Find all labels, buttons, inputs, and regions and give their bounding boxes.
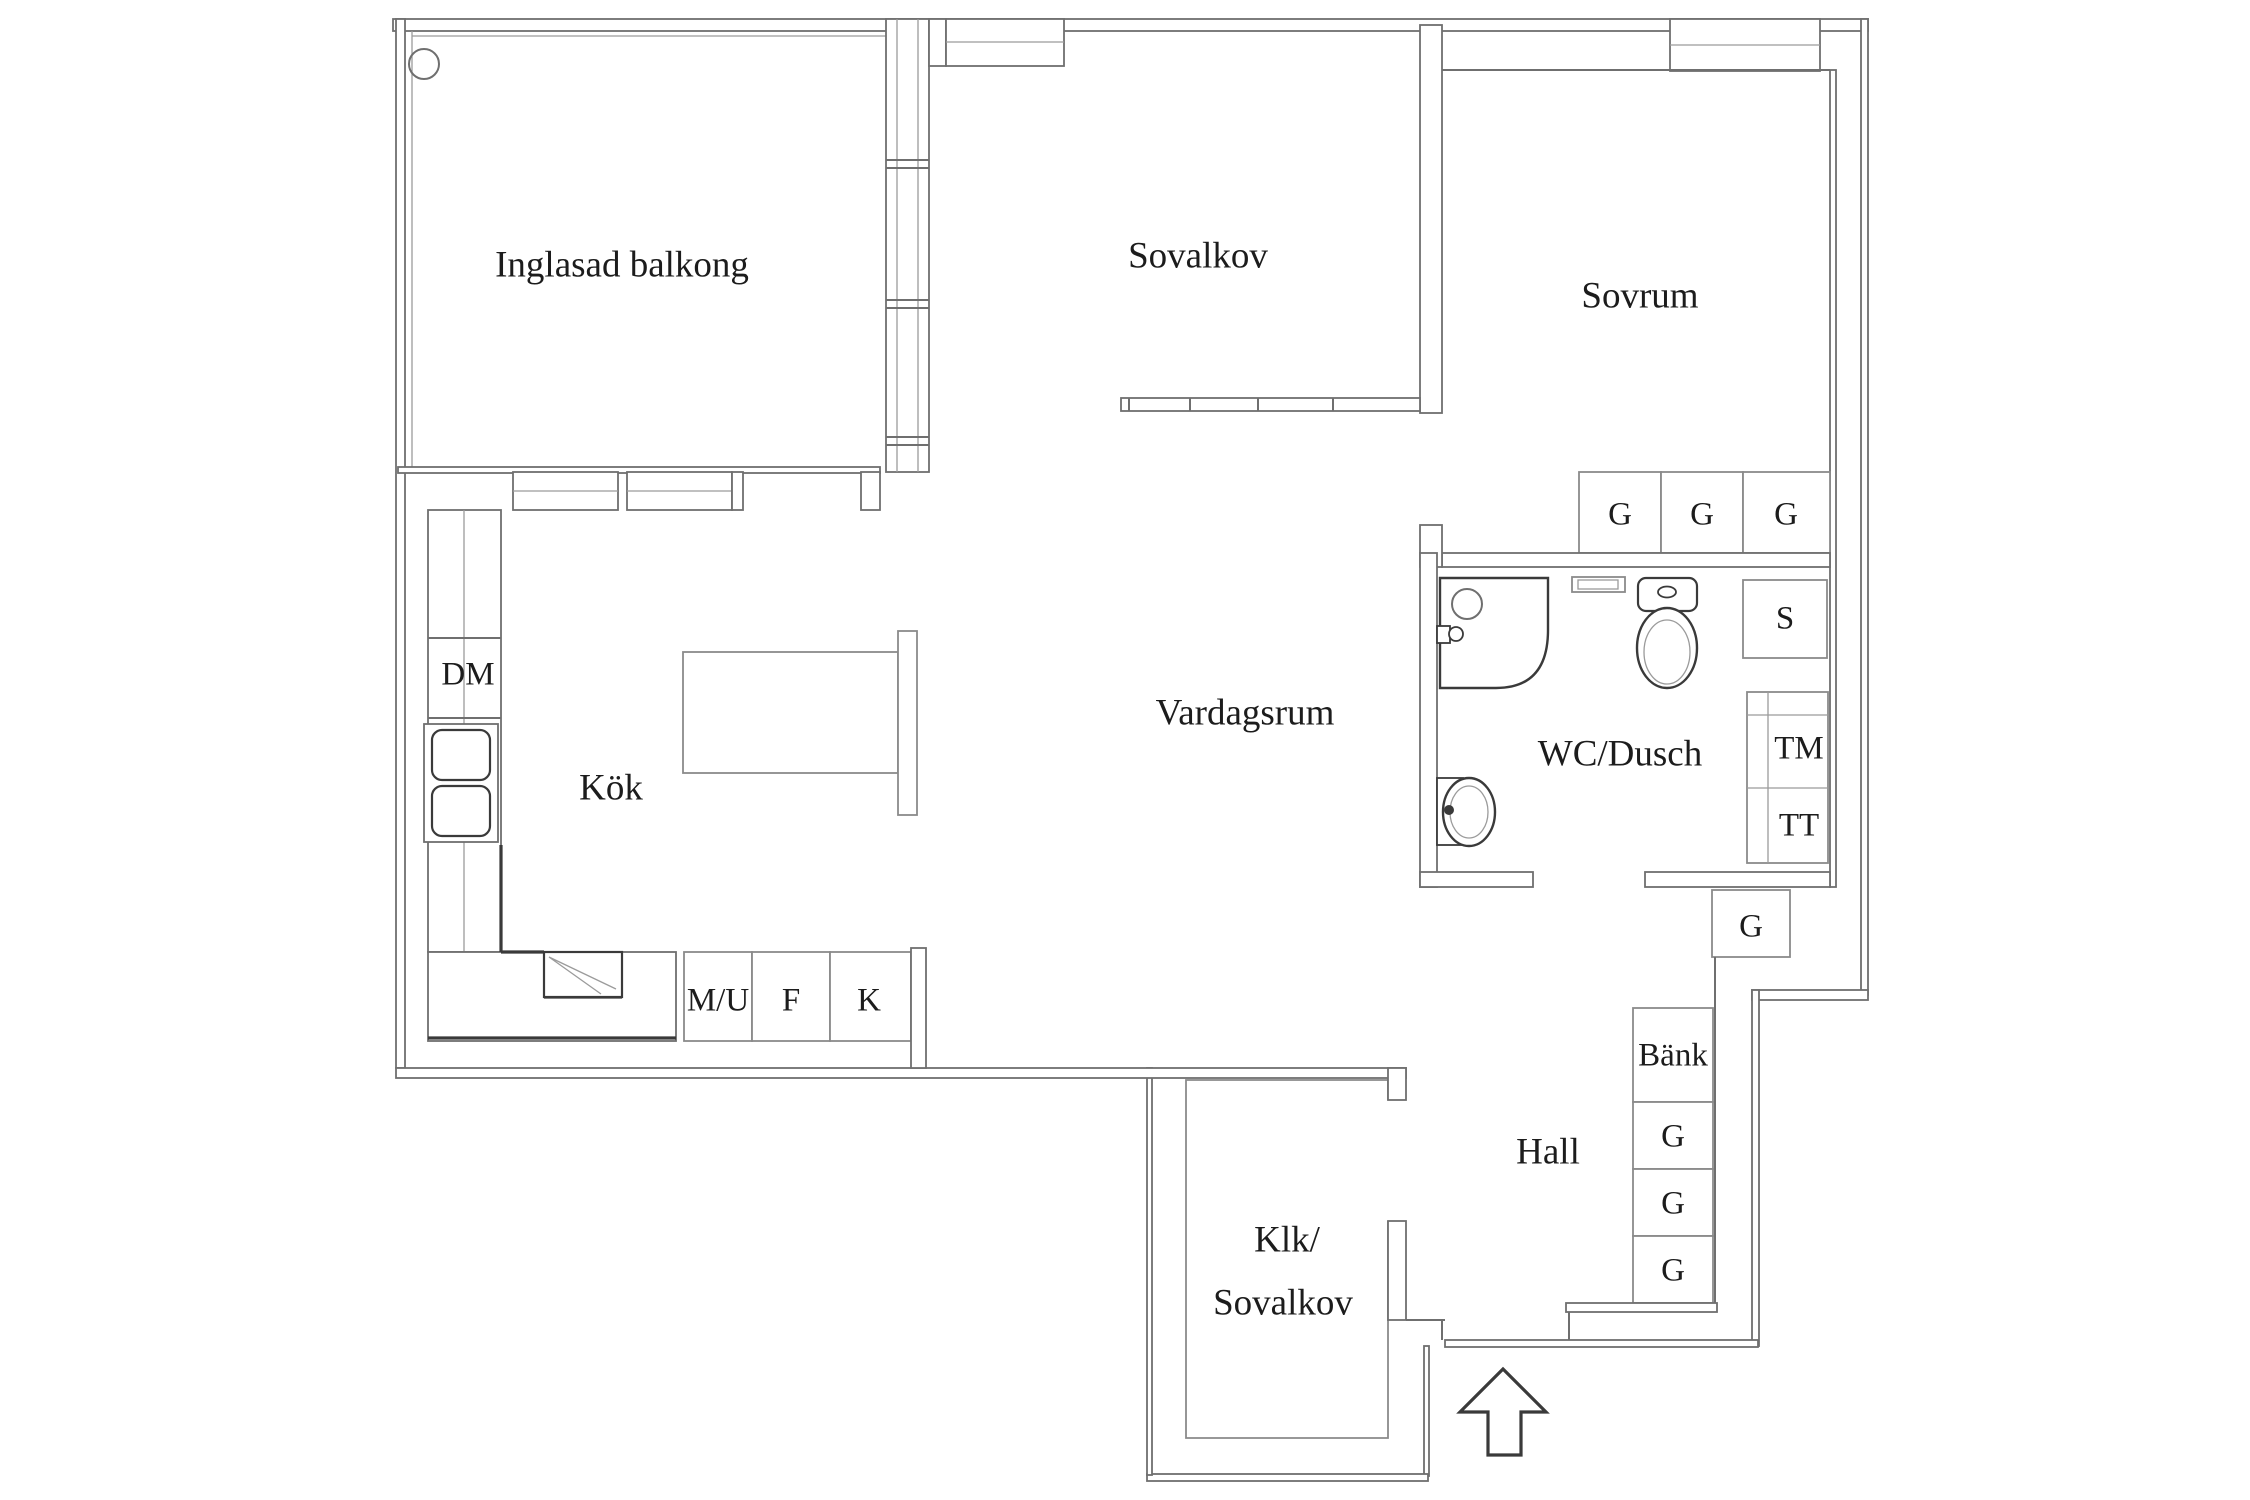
sovrum-closet-3 (1742, 471, 1831, 554)
balcony-column-icon (408, 48, 440, 80)
balcony-glazing-inner-line (411, 31, 886, 467)
klk-outer-left-wall (1146, 1067, 1153, 1476)
k-label: K (857, 983, 881, 1019)
window-joint-piece (928, 18, 947, 67)
bank-closet-box (1632, 1007, 1714, 1103)
shower-mixer-knob-icon (1448, 626, 1464, 642)
kitchen-structure (423, 509, 927, 1069)
wc-wall-cabinet (1571, 576, 1626, 593)
vardagsrum-label: Vardagsrum (1156, 692, 1335, 733)
wall-under-closets (1441, 552, 1831, 568)
dm-section-dividers (428, 637, 501, 719)
klk-wall-step (1406, 1319, 1445, 1340)
klk-label-line2: Sovalkov (1213, 1282, 1353, 1323)
balcony-label: Inglasad balkong (495, 244, 749, 285)
klk-right-wall-stub (1387, 1067, 1407, 1101)
hall-label: Hall (1516, 1131, 1580, 1172)
sovrum-closet-2 (1660, 471, 1744, 554)
wc-bottom-wall-right (1644, 871, 1831, 888)
hall-g1-label: G (1661, 1119, 1685, 1155)
hall-g3-label: G (1661, 1253, 1685, 1289)
hall-g2-box (1632, 1168, 1714, 1237)
wc-wall-cabinet-inner (1577, 579, 1619, 590)
entrance-arrow-icon (1456, 1366, 1550, 1457)
kitchen-counter-dark-edge (428, 845, 676, 1040)
dm-label: DM (441, 657, 494, 693)
klk-label-line1: Klk/ (1254, 1219, 1321, 1260)
washbasin-faucet-icon (1444, 805, 1454, 815)
sovrum-closet-1 (1578, 471, 1662, 554)
s-label: S (1776, 601, 1794, 637)
kitchen-sink-basin-2-icon (430, 784, 492, 838)
sovrum-label: Sovrum (1581, 275, 1698, 316)
kitchen-wall-stub (910, 947, 927, 1069)
toilet-flush-icon (1657, 585, 1677, 599)
hall-g1-box (1632, 1101, 1714, 1170)
hall-g2-label: G (1661, 1186, 1685, 1222)
klk-structure (1185, 1067, 1407, 1439)
sovrum-right-wall (1829, 69, 1837, 888)
wc-left-wall (1419, 552, 1438, 888)
toilet-bowl-inner-icon (1643, 619, 1691, 685)
balcony-wall-stub (860, 471, 881, 511)
balcony-door-joint (731, 471, 744, 511)
balcony-structure (397, 18, 930, 511)
wc-g-closet-box (1711, 889, 1791, 958)
sovrum-g2-label: G (1690, 497, 1714, 533)
sovalkov-label: Sovalkov (1128, 235, 1268, 276)
hall-structure (1406, 957, 1718, 1457)
kok-label: Kök (579, 767, 643, 808)
wc-dusch-label: WC/Dusch (1538, 733, 1703, 774)
wc-dusch-structure (1419, 552, 1831, 958)
k-appliance-box (829, 951, 912, 1042)
bedroom-walls (1120, 24, 1837, 888)
kitchen-sink-basin-1-icon (430, 728, 492, 782)
shower-icon (1438, 576, 1550, 690)
wc-g-label: G (1739, 909, 1763, 945)
right-wall-upper (1860, 18, 1869, 996)
kitchen-island-table (682, 651, 899, 774)
tm-tt-unit-dividers (1747, 692, 1828, 863)
balcony-window-wall-inner-lines (896, 19, 919, 472)
vestibule-left-wall (1423, 1345, 1430, 1477)
hall-bottom-wall (1444, 1339, 1759, 1348)
sovalkov-rail (1120, 397, 1421, 412)
labels: Inglasad balkong Sovalkov Sovrum Kök Var… (441, 235, 1823, 1323)
top-windows (928, 18, 1821, 72)
s-closet-box (1742, 579, 1828, 659)
top-wall (392, 18, 1869, 32)
klk-right-wall-lower (1387, 1220, 1407, 1321)
sovalkov-rail-dividers (1128, 398, 1334, 411)
balcony-window-wall (885, 18, 930, 473)
shower-mixer-icon (1436, 625, 1451, 644)
wc-bottom-wall-left (1419, 871, 1534, 888)
bottom-wall (1146, 1473, 1429, 1482)
f-label: F (782, 983, 800, 1019)
lower-main-wall (395, 1067, 1407, 1079)
tt-label: TT (1779, 808, 1819, 844)
hall-g3-box (1632, 1235, 1714, 1304)
balcony-window-mullions (886, 159, 929, 446)
kitchen-island-bench (897, 630, 918, 816)
tm-tt-unit-box (1746, 691, 1829, 864)
washbasin-icon (1441, 776, 1497, 848)
right-wall-step (1751, 989, 1869, 1001)
shower-drain-icon (1451, 588, 1483, 620)
sovalkov-sovrum-wall (1419, 24, 1443, 414)
mu-label: M/U (687, 983, 750, 1019)
left-wall (395, 18, 406, 1069)
corner-cabinet-carousel-icon (548, 956, 617, 995)
right-wall-lower (1751, 989, 1760, 1347)
sovrum-g1-label: G (1608, 497, 1632, 533)
tm-label: TM (1774, 731, 1824, 767)
corner-cabinet (542, 950, 624, 999)
outer-walls (392, 18, 1869, 1482)
f-appliance-box (751, 951, 831, 1042)
bank-label: Bänk (1638, 1038, 1708, 1074)
closet-bottom-wall (1565, 1302, 1718, 1313)
sovrum-g3-label: G (1774, 497, 1798, 533)
